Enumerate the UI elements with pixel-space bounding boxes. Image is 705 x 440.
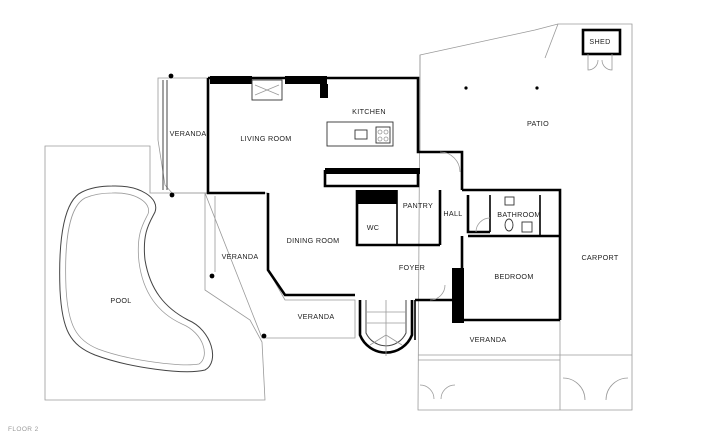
label-pantry: PANTRY [403,201,433,210]
label-dining-room: DINING ROOM [287,236,340,245]
label-bedroom: BEDROOM [494,272,533,281]
patio-outline [417,23,633,411]
pool-deck-outline [44,145,266,401]
label-veranda-w: VERANDA [222,252,259,261]
floor-label: FLOOR 2 [8,426,39,433]
shed [581,28,622,71]
label-shed: SHED [589,37,610,46]
label-foyer: FOYER [399,263,425,272]
label-wc: WC [367,223,380,232]
label-pool: POOL [110,296,131,305]
label-living-room: LIVING ROOM [240,134,291,143]
label-hall: HALL [443,209,462,218]
spiral-staircase [358,300,414,356]
label-veranda-nw: VERANDA [170,129,207,138]
label-patio: PATIO [527,119,549,128]
label-carport: CARPORT [581,253,618,262]
building-walls [206,76,562,340]
pool-inner-edge [65,192,205,366]
label-bathroom: BATHROOM [497,210,540,219]
label-kitchen: KITCHEN [352,107,386,116]
label-veranda-se: VERANDA [470,335,507,344]
label-veranda-s: VERANDA [298,312,335,321]
pool-shape [59,185,214,373]
